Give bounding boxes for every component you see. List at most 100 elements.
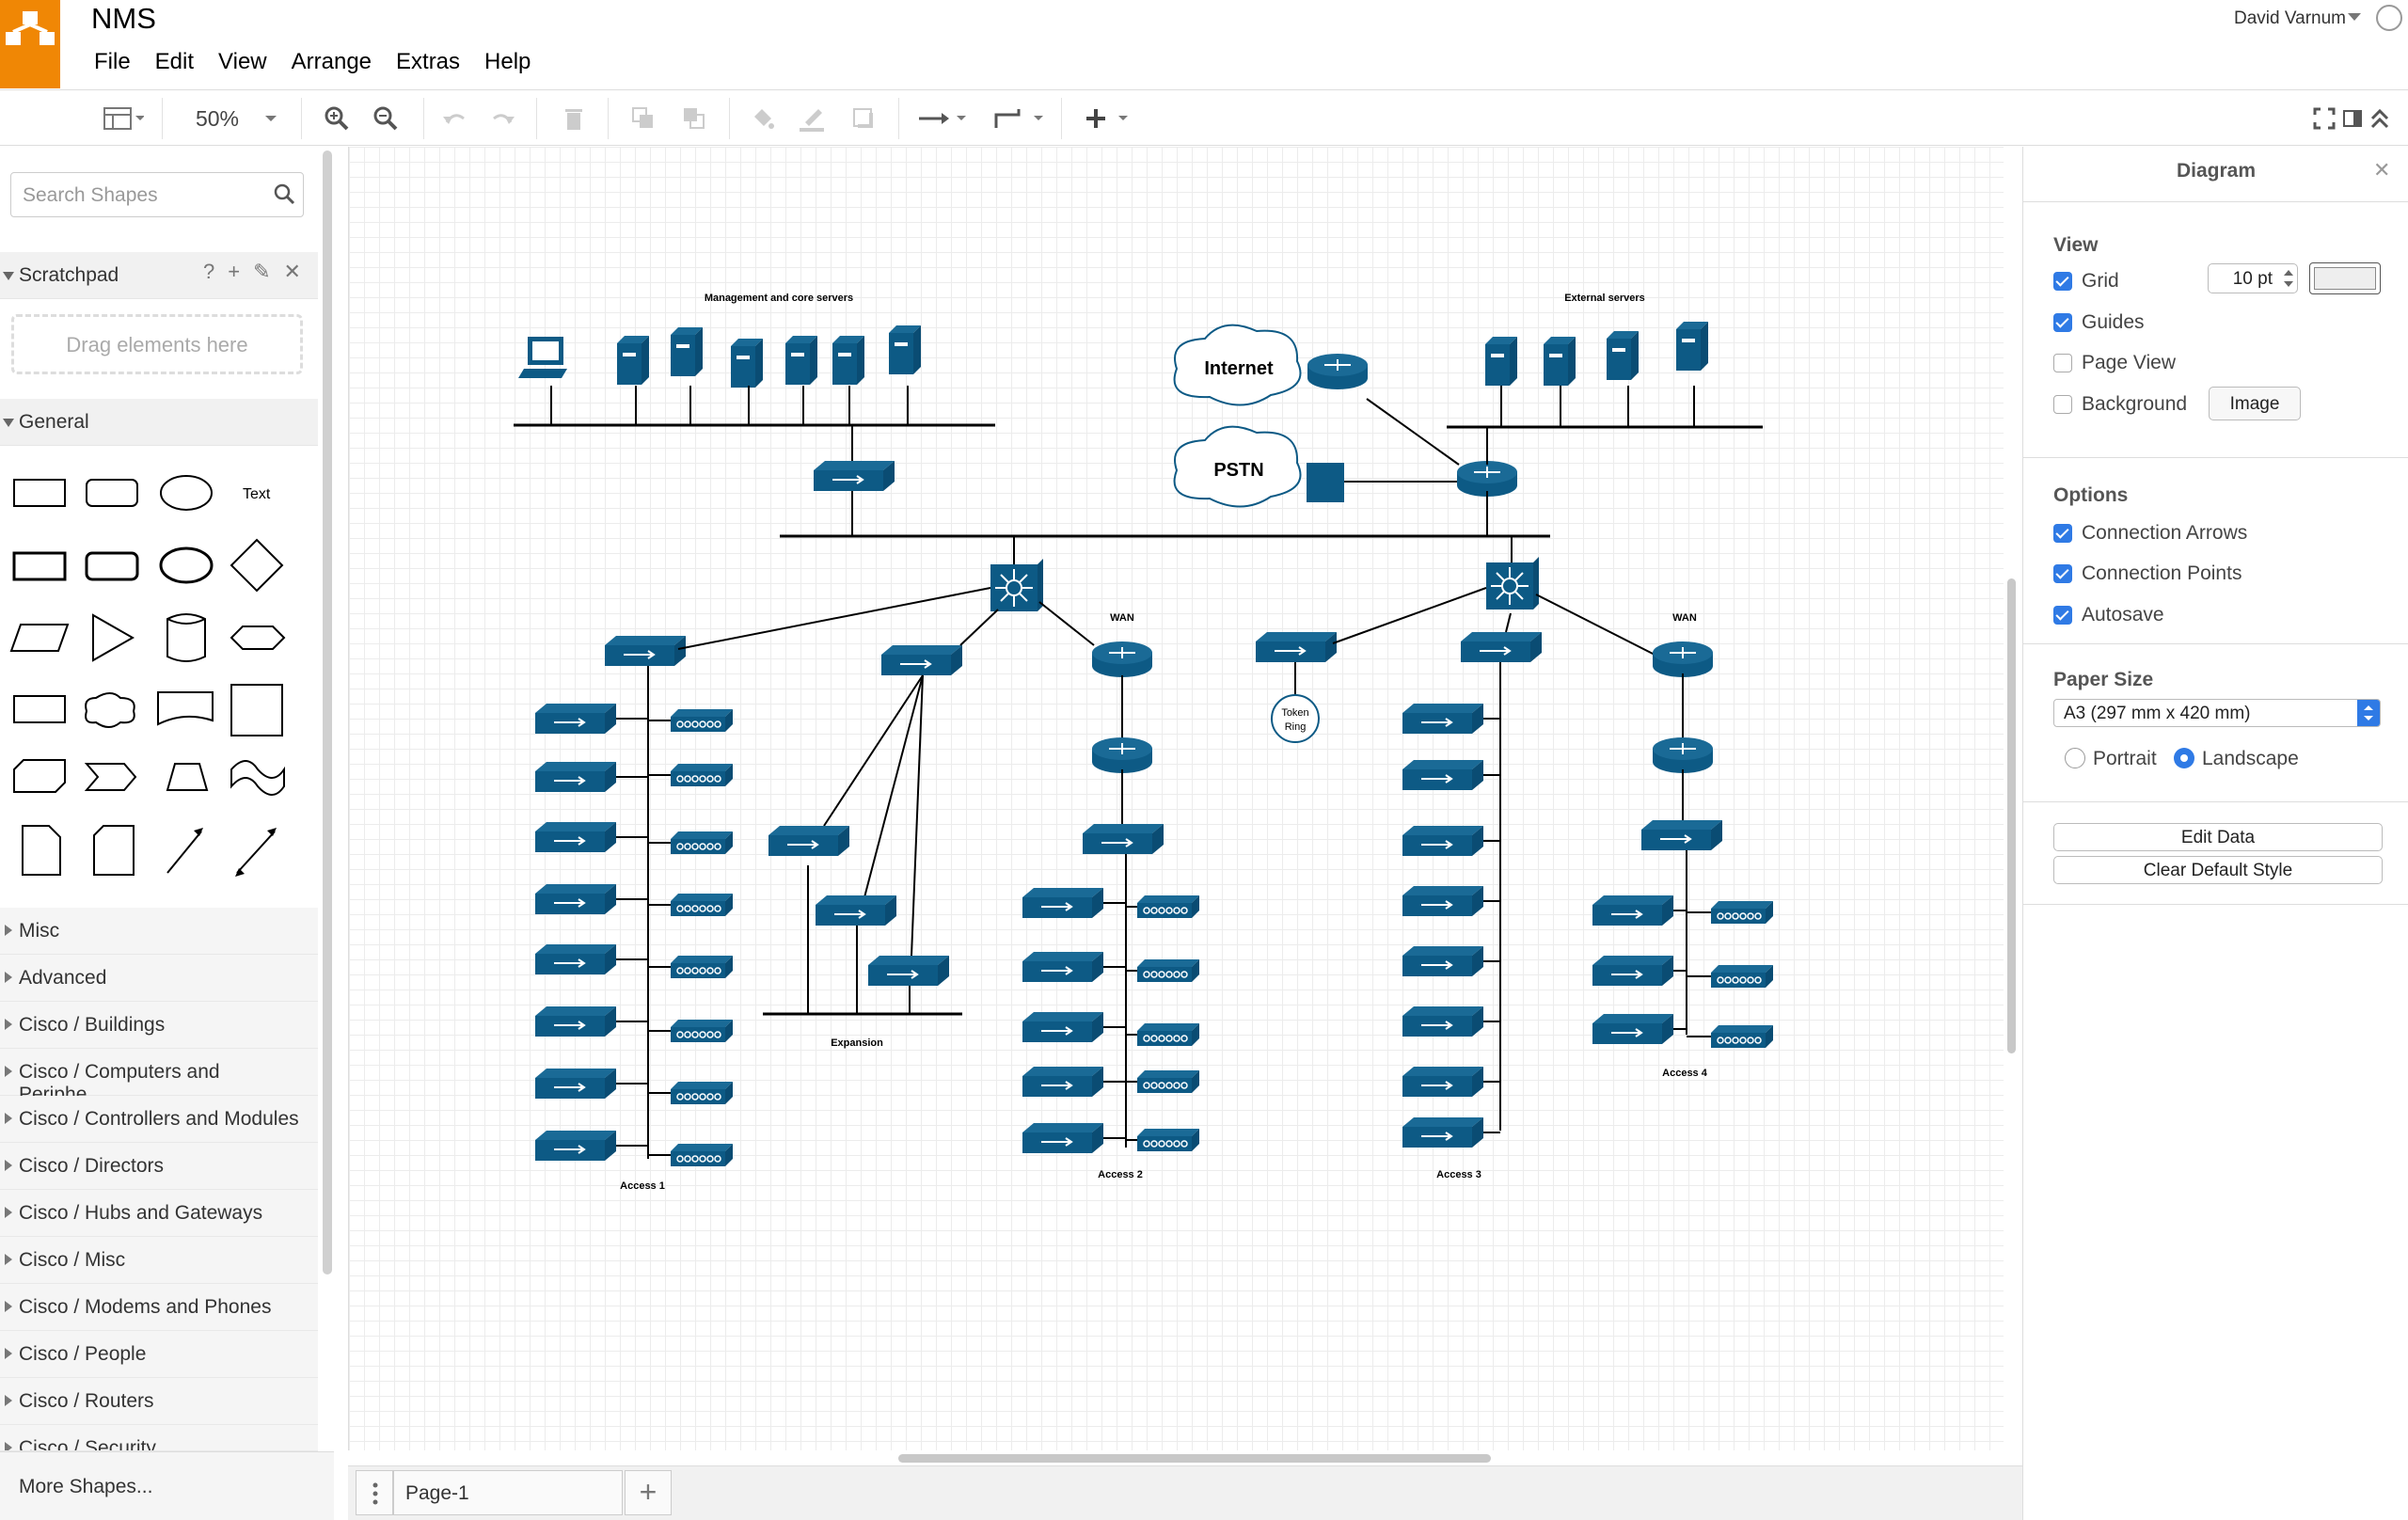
access-hub-icon[interactable] — [670, 1019, 734, 1043]
connector-line[interactable] — [1038, 601, 1095, 646]
access3-switch-icon[interactable] — [1460, 631, 1543, 663]
search-shapes-input[interactable]: Search Shapes — [10, 172, 304, 217]
access-switch-icon[interactable] — [1022, 1066, 1104, 1098]
access-hub-icon[interactable] — [1136, 1128, 1200, 1152]
connector-line[interactable] — [677, 587, 991, 650]
rounded-rectangle-bold-shape[interactable] — [85, 551, 139, 581]
canvas-horizontal-scrollbar[interactable] — [898, 1454, 1491, 1463]
pstn-cloud[interactable] — [1173, 425, 1302, 508]
internet-router-icon[interactable] — [1307, 353, 1369, 390]
clear-default-style-button[interactable]: Clear Default Style — [2053, 856, 2383, 884]
category-cisco-buildings[interactable]: Cisco / Buildings — [0, 1002, 318, 1049]
access-hub-icon[interactable] — [1136, 958, 1200, 983]
rectangle-bold-shape[interactable] — [12, 551, 67, 581]
access-switch-icon[interactable] — [1592, 1013, 1674, 1045]
connector-line[interactable] — [959, 609, 999, 646]
menu-view[interactable]: View — [218, 49, 267, 74]
format-panel-button[interactable] — [2340, 90, 2365, 147]
category-cisco-routers[interactable]: Cisco / Routers — [0, 1378, 318, 1425]
collapse-toolbar-button[interactable] — [2367, 90, 2393, 147]
access-hub-icon[interactable] — [670, 1143, 734, 1167]
access-hub-icon[interactable] — [670, 893, 734, 917]
card-shape[interactable] — [93, 825, 135, 876]
access-switch-icon[interactable] — [1402, 703, 1484, 735]
wan1-router-icon[interactable] — [1091, 641, 1153, 678]
expansion-switch-icon[interactable] — [880, 644, 963, 676]
zoom-out-button[interactable] — [369, 90, 403, 147]
category-advanced[interactable]: Advanced — [0, 955, 318, 1002]
server-icon[interactable] — [1485, 337, 1517, 386]
document-title[interactable]: NMS — [91, 2, 156, 35]
server-icon[interactable] — [889, 325, 921, 374]
undo-button[interactable] — [437, 90, 471, 147]
access-switch-icon[interactable] — [534, 1005, 617, 1037]
add-page-button[interactable]: + — [625, 1470, 672, 1515]
server-icon[interactable] — [731, 339, 763, 388]
landscape-radio[interactable] — [2174, 748, 2194, 768]
server-icon[interactable] — [617, 336, 649, 385]
ellipse-bold-shape[interactable] — [159, 546, 214, 584]
app-logo[interactable] — [0, 0, 60, 88]
category-misc[interactable]: Misc — [0, 908, 318, 955]
zoom-dropdown-icon[interactable] — [260, 90, 282, 147]
access-hub-icon[interactable] — [670, 1081, 734, 1105]
connector-line[interactable] — [1535, 594, 1659, 657]
to-front-button[interactable] — [626, 90, 660, 147]
connection-points-checkbox[interactable] — [2053, 564, 2072, 583]
category-cisco-people[interactable]: Cisco / People — [0, 1331, 318, 1378]
text-shape[interactable]: Text — [243, 486, 271, 502]
add-icon[interactable]: + — [228, 260, 241, 283]
stepper-icon[interactable] — [2281, 266, 2296, 291]
access-switch-icon[interactable] — [534, 761, 617, 793]
expansion-switch-icon[interactable] — [867, 955, 950, 987]
access2-switch-icon[interactable] — [1082, 823, 1164, 855]
voice-gateway-icon[interactable] — [1307, 463, 1344, 502]
general-header[interactable]: General — [0, 399, 318, 446]
grid-checkbox[interactable] — [2053, 272, 2072, 291]
menu-edit[interactable]: Edit — [154, 49, 195, 74]
access-hub-icon[interactable] — [1136, 1022, 1200, 1047]
category-cisco-misc[interactable]: Cisco / Misc — [0, 1237, 318, 1284]
menu-file[interactable]: File — [94, 49, 131, 74]
distribution-switch-right-icon[interactable] — [1485, 556, 1540, 610]
container-shape[interactable] — [230, 684, 283, 736]
access-hub-icon[interactable] — [670, 955, 734, 979]
wan2-router-icon[interactable] — [1652, 641, 1714, 678]
connection-style-button[interactable] — [912, 90, 974, 147]
step-shape[interactable] — [84, 763, 137, 791]
zoom-level-select[interactable]: 50% — [184, 90, 250, 147]
server-icon[interactable] — [1607, 331, 1639, 380]
background-checkbox[interactable] — [2053, 395, 2072, 414]
search-icon[interactable] — [273, 182, 295, 205]
access-switch-icon[interactable] — [1022, 1011, 1104, 1043]
access-hub-icon[interactable] — [1710, 964, 1774, 989]
hexagon-shape[interactable] — [230, 625, 286, 650]
access-switch-icon[interactable] — [1402, 1066, 1484, 1098]
access-switch-icon[interactable] — [1402, 825, 1484, 857]
core-switch-icon[interactable] — [813, 460, 895, 492]
access-switch-icon[interactable] — [534, 1130, 617, 1162]
server-icon[interactable] — [671, 327, 703, 376]
page-view-checkbox[interactable] — [2053, 354, 2072, 372]
line-shape[interactable] — [166, 831, 202, 874]
paper-size-select[interactable]: A3 (297 mm x 420 mm) — [2053, 699, 2381, 727]
waypoints-button[interactable] — [990, 90, 1052, 147]
fill-color-button[interactable] — [745, 90, 779, 147]
menu-extras[interactable]: Extras — [396, 49, 461, 74]
access-hub-icon[interactable] — [1136, 895, 1200, 919]
line-color-button[interactable] — [795, 90, 829, 147]
connector-line[interactable] — [863, 674, 924, 898]
close-icon[interactable]: ✕ — [283, 260, 301, 283]
server-icon[interactable] — [1544, 337, 1576, 386]
triangle-shape[interactable] — [92, 613, 135, 662]
scratchpad-header[interactable]: Scratchpad — [0, 252, 318, 299]
grid-color-button[interactable] — [2309, 262, 2381, 294]
cylinder-shape[interactable] — [166, 613, 206, 662]
connector-line[interactable] — [1366, 398, 1460, 466]
user-dropdown-icon[interactable] — [2348, 13, 2361, 21]
server-icon[interactable] — [1676, 322, 1708, 371]
access-switch-icon[interactable] — [1402, 945, 1484, 977]
access-switch-icon[interactable] — [534, 703, 617, 735]
wan1-router-icon[interactable] — [1091, 736, 1153, 774]
